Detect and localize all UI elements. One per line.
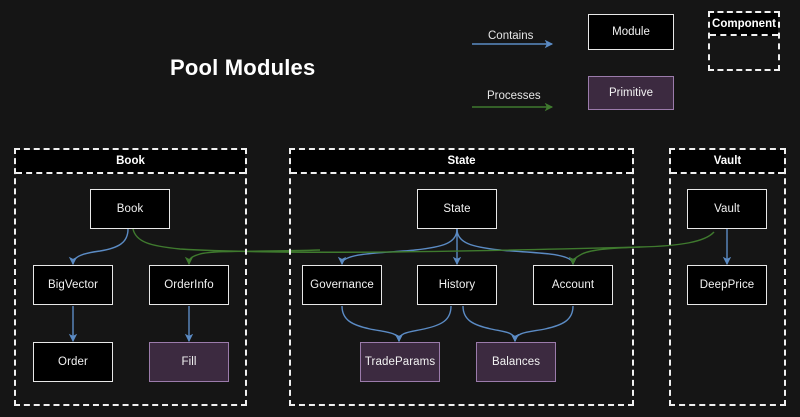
node-governance-label: Governance	[310, 279, 374, 291]
node-history-label: History	[438, 279, 476, 291]
group-vault-label: Vault	[713, 155, 742, 167]
node-vault[interactable]: Vault	[687, 189, 767, 229]
legend-processes-label: Processes	[487, 90, 541, 102]
node-history[interactable]: History	[417, 265, 497, 305]
node-balances[interactable]: Balances	[476, 342, 556, 382]
group-book: Book	[14, 148, 247, 406]
node-deepprice[interactable]: DeepPrice	[687, 265, 767, 305]
node-tradeparams-label: TradeParams	[364, 356, 436, 368]
node-fill[interactable]: Fill	[149, 342, 229, 382]
node-balances-label: Balances	[491, 356, 541, 368]
legend-component-label: Component	[712, 17, 776, 30]
legend-module-box: Module	[588, 14, 674, 50]
node-orderinfo-label: OrderInfo	[164, 279, 214, 291]
group-vault-header: Vault	[671, 150, 784, 174]
node-account[interactable]: Account	[533, 265, 613, 305]
node-account-label: Account	[551, 279, 595, 291]
page-title: Pool Modules	[170, 55, 316, 80]
node-fill-label: Fill	[181, 356, 197, 368]
group-book-header: Book	[16, 150, 245, 174]
group-state-label: State	[447, 155, 476, 167]
node-deepprice-label: DeepPrice	[699, 279, 755, 291]
group-state-header: State	[291, 150, 632, 174]
node-order[interactable]: Order	[33, 342, 113, 382]
group-state: State	[289, 148, 634, 406]
legend-component-header: Component	[710, 13, 778, 36]
node-governance[interactable]: Governance	[302, 265, 382, 305]
node-orderinfo[interactable]: OrderInfo	[149, 265, 229, 305]
node-state-label: State	[443, 203, 471, 215]
node-bigvector-label: BigVector	[47, 279, 99, 291]
node-bigvector[interactable]: BigVector	[33, 265, 113, 305]
legend-component-group: Component	[708, 11, 780, 71]
node-book-label: Book	[116, 203, 144, 215]
legend-module-label: Module	[612, 26, 650, 38]
node-vault-label: Vault	[714, 203, 740, 215]
node-book[interactable]: Book	[90, 189, 170, 229]
node-order-label: Order	[58, 356, 88, 368]
legend-primitive-label: Primitive	[608, 87, 654, 99]
node-state[interactable]: State	[417, 189, 497, 229]
group-vault: Vault	[669, 148, 786, 406]
legend-contains-label: Contains	[488, 30, 534, 42]
node-tradeparams[interactable]: TradeParams	[360, 342, 440, 382]
legend-primitive-box: Primitive	[588, 76, 674, 110]
group-book-label: Book	[116, 155, 145, 167]
